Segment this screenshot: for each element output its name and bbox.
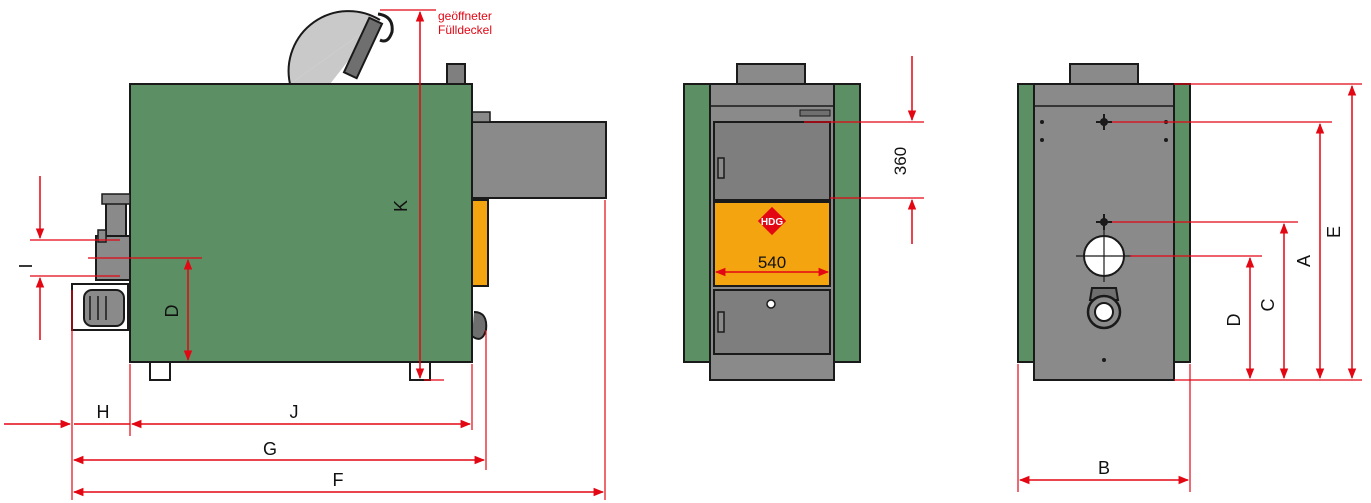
label-I: I [16, 263, 36, 268]
label-E: E [1324, 226, 1344, 238]
front-view: HDG 540 360 [683, 56, 924, 381]
label-D-rear: D [1224, 314, 1244, 327]
label-B: B [1098, 458, 1110, 478]
front-side-panel-left [683, 83, 711, 363]
label-J: J [290, 402, 299, 422]
side-view: K geöffneter Fülldeckel I D H J G F [4, 9, 607, 500]
rear-view: E A C D B [1017, 63, 1362, 492]
open-lid-arc [287, 10, 381, 85]
label-360: 360 [891, 147, 910, 175]
label-F: F [333, 470, 344, 490]
label-G: G [263, 439, 277, 459]
open-lid-handle [342, 16, 384, 80]
note-open-lid-2: Fülldeckel [438, 23, 492, 37]
label-D-side: D [162, 305, 182, 318]
rear-side-panel-right [1173, 83, 1191, 363]
rear-motor [1086, 287, 1122, 330]
flue-duct [471, 121, 607, 199]
rear-side-panel-left [1017, 83, 1035, 363]
front-door-top [713, 121, 831, 201]
hdg-logo: HDG [757, 206, 787, 236]
label-540: 540 [758, 253, 786, 272]
svg-text:HDG: HDG [761, 217, 783, 228]
label-C: C [1258, 299, 1278, 312]
label-H: H [97, 402, 110, 422]
flue-stub [446, 63, 466, 87]
motor [83, 289, 125, 327]
label-K: K [391, 200, 411, 212]
foot-left [149, 361, 171, 381]
note-open-lid-1: geöffneter [438, 9, 492, 23]
front-side-panel-right [833, 83, 861, 363]
label-A: A [1294, 255, 1314, 267]
